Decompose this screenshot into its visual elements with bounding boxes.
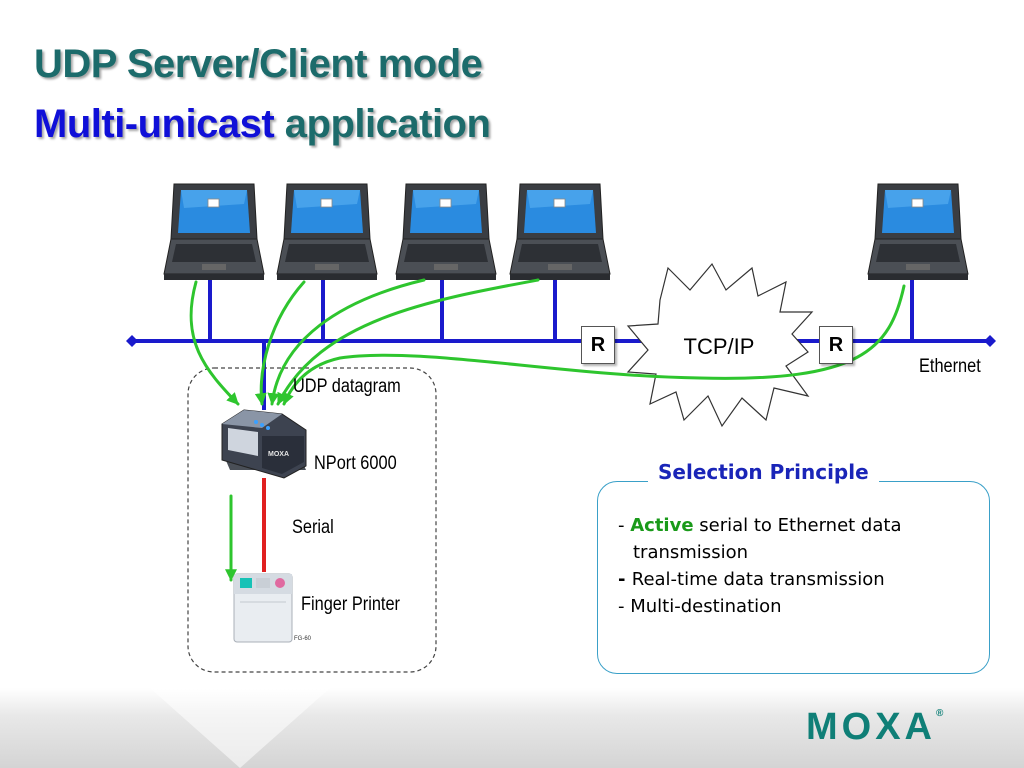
item-text: Multi-destination [630,596,782,617]
laptop-icon-5 [867,183,969,281]
list-item: - Real-time data transmission [618,566,901,593]
slide-title-line1: UDP Server/Client mode [34,42,483,86]
selection-principle-list: - Active serial to Ethernet data transmi… [618,512,901,620]
selection-principle-panel [597,481,990,674]
logo-mark: ® [936,708,944,719]
cloud-label: TCP/IP [684,334,755,359]
list-item: - Multi-destination [618,593,901,620]
udp-datagram-label: UDP datagram [293,376,401,397]
device-brand: MOXA [268,451,289,458]
selection-principle-title: Selection Principle [648,460,879,484]
item-dash: - [618,596,631,617]
list-item: - Active serial to Ethernet data [618,512,901,539]
item-dash: - [618,569,632,590]
printer-model: FG-60 [294,636,312,642]
laptop-icon-2 [276,183,378,281]
udp-arrows [189,278,906,582]
router-right: R [819,326,853,364]
nport-label: NPort 6000 [314,453,397,474]
laptop-icon-3 [395,183,497,281]
laptop-icon-4 [509,183,611,281]
ethernet-label: Ethernet [919,356,981,377]
bus-end-right [984,335,996,347]
arrow-from-pc1 [189,280,240,406]
tcpip-cloud [626,262,814,428]
finger-printer-icon: FG-60 [233,573,312,643]
item-dash: - [618,515,631,536]
title-rest: application [274,102,491,146]
item-text: Real-time data transmission [631,569,885,590]
title-highlight: Multi-unicast [34,102,275,146]
arrow-from-pc2 [254,280,306,406]
moxa-logo: MOXA® [806,706,943,749]
logo-text: MOXA [806,706,936,748]
footer-notch [150,688,330,768]
slide-title-line2: Multi-unicast application [34,100,491,148]
item-text: serial to Ethernet data [693,515,902,536]
bus-end-left [126,335,138,347]
router-left: R [581,326,615,364]
serial-label: Serial [292,517,334,538]
nport-device-icon: MOXA [221,409,307,479]
finger-printer-label: Finger Printer [301,594,400,615]
arrow-from-pc3 [267,278,426,406]
arrow-from-pc4 [276,278,540,406]
laptop-icon-1 [163,183,265,281]
list-item-continuation: transmission [633,542,748,563]
item-highlight: Active [630,515,694,536]
arrow-from-pc5 [282,284,906,406]
